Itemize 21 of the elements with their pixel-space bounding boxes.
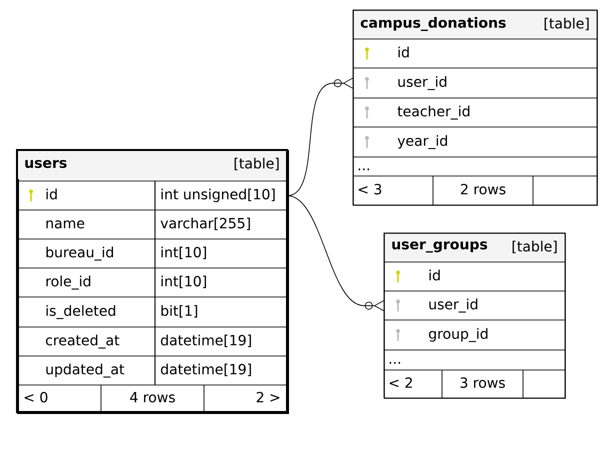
table-row: is_deleted bit[1] <box>16 296 288 328</box>
table-row: id <box>384 262 566 280</box>
table-row: user_id <box>352 68 598 90</box>
table-row: ... <box>384 350 566 364</box>
table-row: updated_at datetime[19] <box>16 356 288 386</box>
table-row: created_at datetime[19] <box>16 326 288 356</box>
table-row: teacher_id <box>352 98 598 120</box>
table-row: id <box>352 38 598 58</box>
connector <box>287 195 384 312</box>
table-row: ... <box>352 156 598 170</box>
table-row: name varchar[255] <box>16 210 288 240</box>
table-row: id int unsigned[10] <box>16 180 288 210</box>
table-footer: < 2 3 rows <box>384 370 566 398</box>
table-footer: < 0 4 rows 2 > <box>16 384 288 412</box>
table-row: user_id <box>384 290 566 313</box>
table-row: group_id <box>384 320 566 342</box>
table-footer: < 3 2 rows <box>352 176 598 206</box>
table-row: bureau_id int[10] <box>16 238 288 268</box>
connector <box>287 78 353 196</box>
table-row: role_id int[10] <box>16 268 288 298</box>
table-row: year_id <box>352 126 598 150</box>
